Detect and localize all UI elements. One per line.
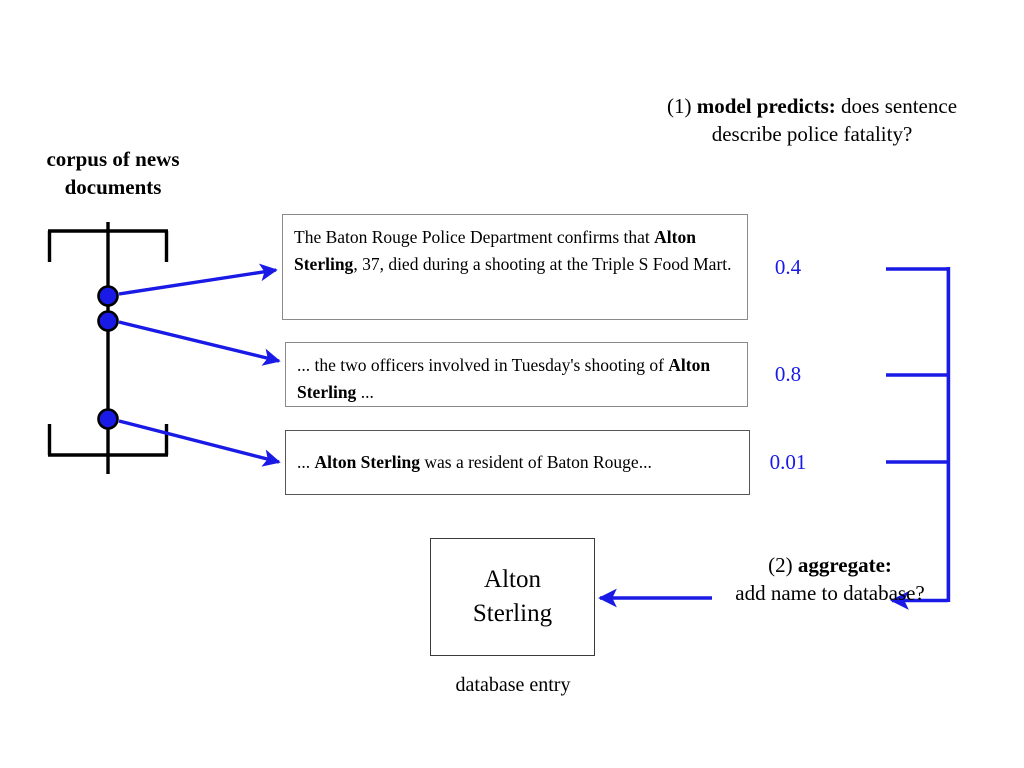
- corpus-caption: corpus of news documents: [8, 146, 218, 202]
- corpus-bracket: [47, 222, 169, 474]
- sentence-segment: , 37, died during a shooting at the Trip…: [353, 253, 732, 274]
- sentence-segment: ... the two officers involved in Tuesday…: [297, 355, 669, 375]
- arrow-dot-to-sentence-3: [118, 419, 281, 467]
- prediction-score: 0.01: [769, 450, 807, 474]
- database-entry-name-line-1: Alton: [484, 565, 541, 593]
- corpus-document-dot: [97, 310, 119, 332]
- sentence-box: The Baton Rouge Police Department confir…: [282, 214, 748, 320]
- step-1-number: (1): [666, 94, 692, 118]
- prediction-score: 0.8: [774, 362, 802, 386]
- prediction-score: 0.4: [774, 255, 802, 279]
- step-2-question: add name to database?: [735, 580, 925, 605]
- sentence-box: ... the two officers involved in Tuesday…: [285, 342, 748, 407]
- arrow-dot-to-sentence-1: [118, 263, 278, 296]
- sentence-box: ... Alton Sterling was a resident of Bat…: [285, 430, 750, 495]
- entity-mention: Alton Sterling: [297, 355, 711, 402]
- database-entry-name-line-2: Sterling: [472, 600, 553, 627]
- step-1-label: model predicts:: [696, 94, 836, 118]
- step-2-label: aggregate:: [797, 553, 892, 577]
- corpus-caption-line-2: documents: [64, 174, 162, 199]
- step-2-caption: (2) aggregate: add name to database?: [716, 552, 944, 608]
- sentence-text: ... Alton Sterling was a resident of Bat…: [297, 449, 652, 476]
- entity-mention: Alton Sterling: [294, 227, 696, 274]
- arrow-dot-to-sentence-2: [118, 320, 281, 366]
- corpus-document-dot: [97, 285, 119, 307]
- step-2-number: (2): [768, 553, 793, 577]
- sentence-segment: was a resident of Baton Rouge...: [420, 452, 652, 473]
- corpus-document-dot: [97, 408, 119, 430]
- sentence-segment: ...: [356, 381, 374, 402]
- corpus-document-dots: [97, 285, 119, 430]
- database-entry-box: Alton Sterling: [430, 538, 595, 656]
- sentence-segment: The Baton Rouge Police Department confir…: [294, 227, 655, 247]
- sentence-text: The Baton Rouge Police Department confir…: [294, 224, 735, 277]
- sentence-text: ... the two officers involved in Tuesday…: [297, 352, 735, 405]
- database-entry-caption: database entry: [455, 674, 571, 696]
- step-1-question: does sentence describe police fatality?: [711, 94, 958, 146]
- corpus-caption-line-1: corpus of news: [46, 147, 180, 171]
- sentence-segment: ...: [297, 452, 315, 473]
- entity-mention: Alton Sterling: [314, 452, 421, 473]
- step-1-caption: (1) model predicts: does sentence descri…: [658, 93, 966, 148]
